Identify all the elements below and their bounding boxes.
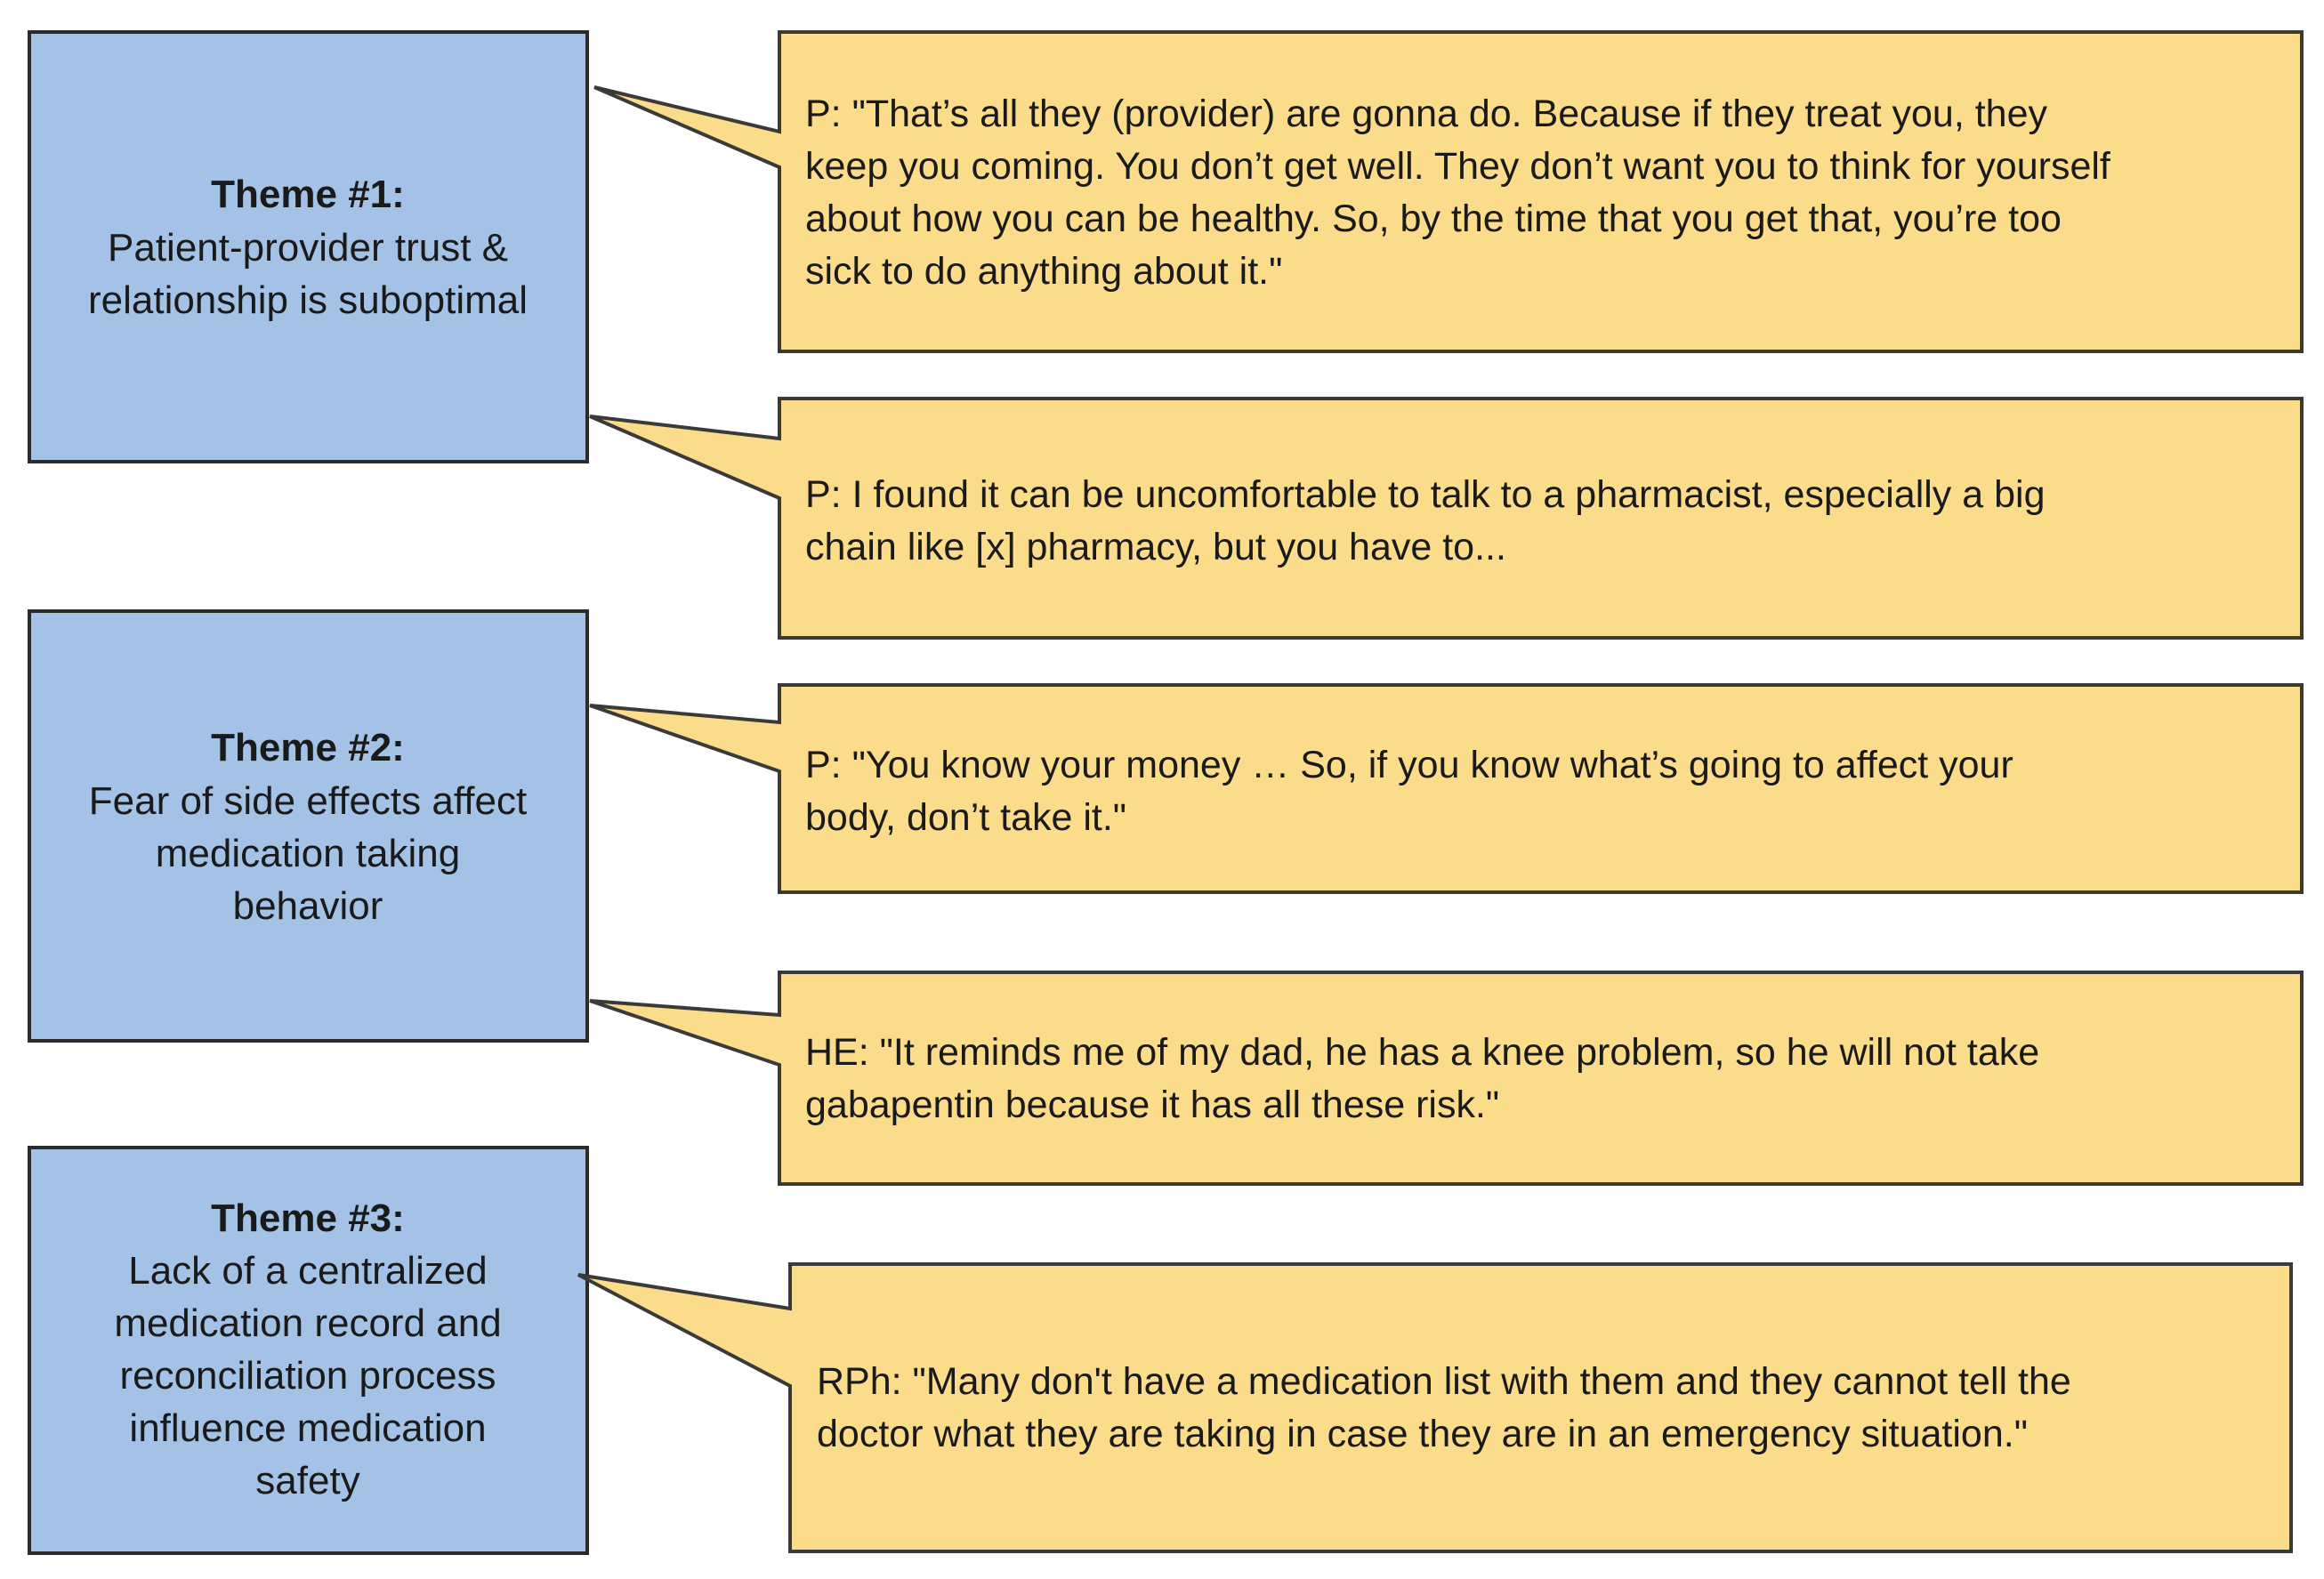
quote-4-line: HE: "It reminds me of my dad, he has a k… [805,1031,2039,1074]
quote-3-line: P: "You know your money … So, if you kno… [805,744,2013,786]
theme-3-heading: Theme #3: [211,1196,405,1240]
quote-bubble-2: P: I found it can be uncomfortable to ta… [589,397,2304,640]
theme-1-line: relationship is suboptimal [88,278,528,322]
theme-2-line: Fear of side effects affect [89,779,527,823]
theme-2: Theme #2: Fear of side effects affect me… [28,609,589,1043]
quote-bubble-1-shape [593,30,2304,353]
theme-1-line: Patient-provider trust & [108,226,508,270]
quote-bubble-5: RPh: "Many don't have a medication list … [577,1262,2293,1553]
theme-1-heading: Theme #1: [211,173,405,216]
quote-1-line: keep you coming. You don’t get well. The… [805,145,2111,188]
quote-1-line: P: "That’s all they (provider) are gonna… [805,93,2048,135]
quote-bubble-3-shape [589,683,2304,894]
quote-bubble-5-shape [577,1262,2293,1553]
quote-2-line: chain like [x] pharmacy, but you have to… [805,526,1506,568]
quote-5-line: RPh: "Many don't have a medication list … [817,1360,2071,1403]
quote-1-line: about how you can be healthy. So, by the… [805,197,2062,240]
theme-2-line: behavior [233,884,383,928]
theme-3-line: reconciliation process [119,1354,496,1398]
theme-3-line: medication record and [114,1301,501,1345]
quote-bubble-2-shape [589,397,2304,640]
quote-1-line: sick to do anything about it." [805,250,1282,293]
theme-2-line: medication taking [156,832,460,875]
quote-4-line: gabapentin because it has all these risk… [805,1084,1499,1126]
theme-3-line: Lack of a centralized [128,1249,488,1293]
theme-2-box [28,609,589,1043]
quote-bubble-4-shape [589,971,2304,1186]
quote-bubble-3: P: "You know your money … So, if you kno… [589,683,2304,894]
theme-2-heading: Theme #2: [211,726,405,769]
quote-bubble-1: P: "That’s all they (provider) are gonna… [593,30,2304,353]
theme-1-box [28,30,589,463]
quote-2-line: P: I found it can be uncomfortable to ta… [805,473,2046,516]
theme-3-line: influence medication [129,1406,486,1450]
theme-3: Theme #3: Lack of a centralized medicati… [28,1146,589,1555]
quote-bubble-4: HE: "It reminds me of my dad, he has a k… [589,971,2304,1186]
theme-1: Theme #1: Patient-provider trust & relat… [28,30,589,463]
quote-3-line: body, don’t take it." [805,796,1126,839]
quote-5-line: doctor what they are taking in case they… [817,1413,2028,1455]
theme-3-box [28,1146,589,1555]
theme-3-line: safety [255,1459,359,1502]
